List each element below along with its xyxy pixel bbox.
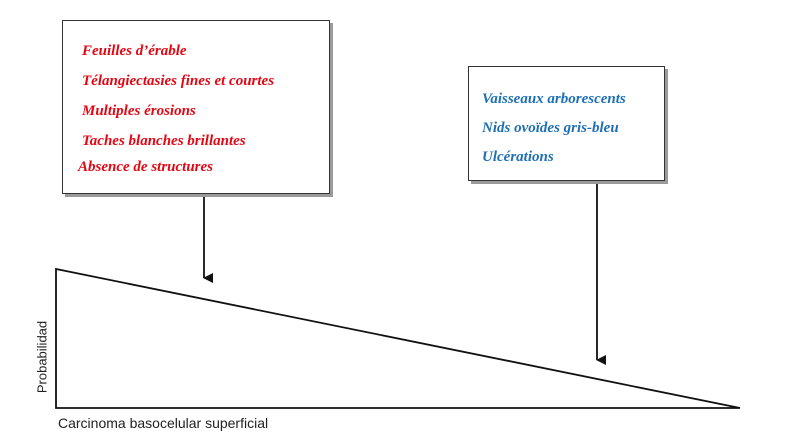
right-term-1: Vaisseaux arborescents	[482, 91, 626, 107]
left-term-4: Taches blanches brillantes	[82, 133, 246, 149]
left-feature-box	[62, 20, 330, 194]
right-feature-box	[468, 66, 665, 181]
probability-triangle	[55, 267, 741, 409]
left-term-2: Télangiectasies fines et courtes	[82, 73, 275, 89]
left-term-3: Multiples érosions	[82, 103, 196, 119]
left-term-5: Absence de structures	[78, 159, 213, 175]
right-term-3: Ulcérations	[482, 149, 554, 165]
right-term-2: Nids ovoïdes gris-bleu	[482, 120, 619, 136]
y-axis-label: Probabilidad	[34, 320, 50, 394]
x-axis-label: Carcinoma basocelular superficial	[58, 415, 269, 431]
left-term-1: Feuilles d’érable	[82, 43, 187, 59]
